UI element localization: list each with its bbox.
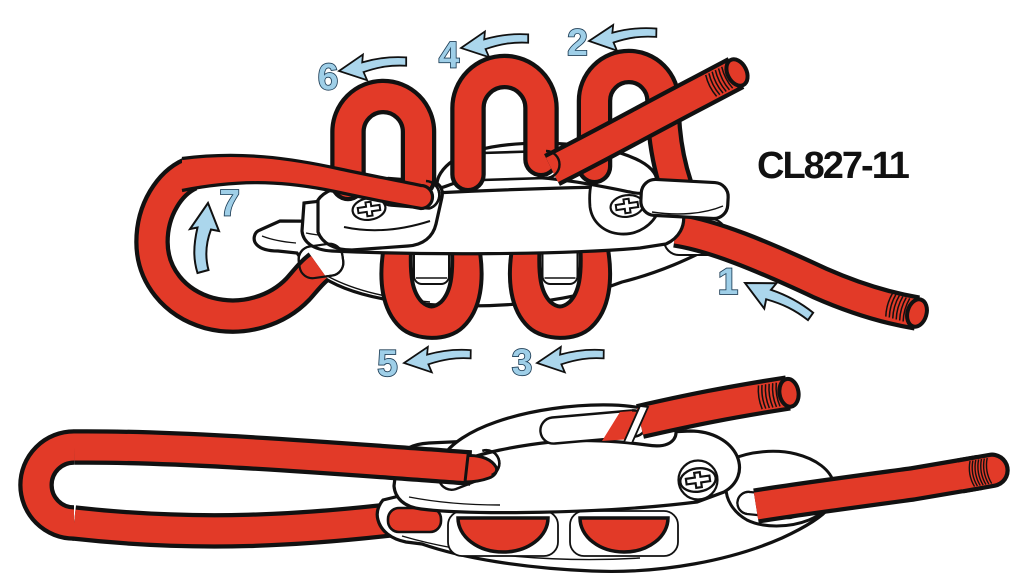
svg-text:2: 2 — [567, 22, 588, 63]
svg-text:5: 5 — [377, 343, 398, 384]
svg-text:CL827-11: CL827-11 — [757, 145, 910, 187]
svg-text:7: 7 — [219, 183, 240, 224]
svg-text:4: 4 — [439, 35, 460, 76]
svg-text:3: 3 — [512, 342, 533, 383]
svg-text:6: 6 — [318, 57, 339, 98]
svg-text:1: 1 — [718, 261, 739, 302]
